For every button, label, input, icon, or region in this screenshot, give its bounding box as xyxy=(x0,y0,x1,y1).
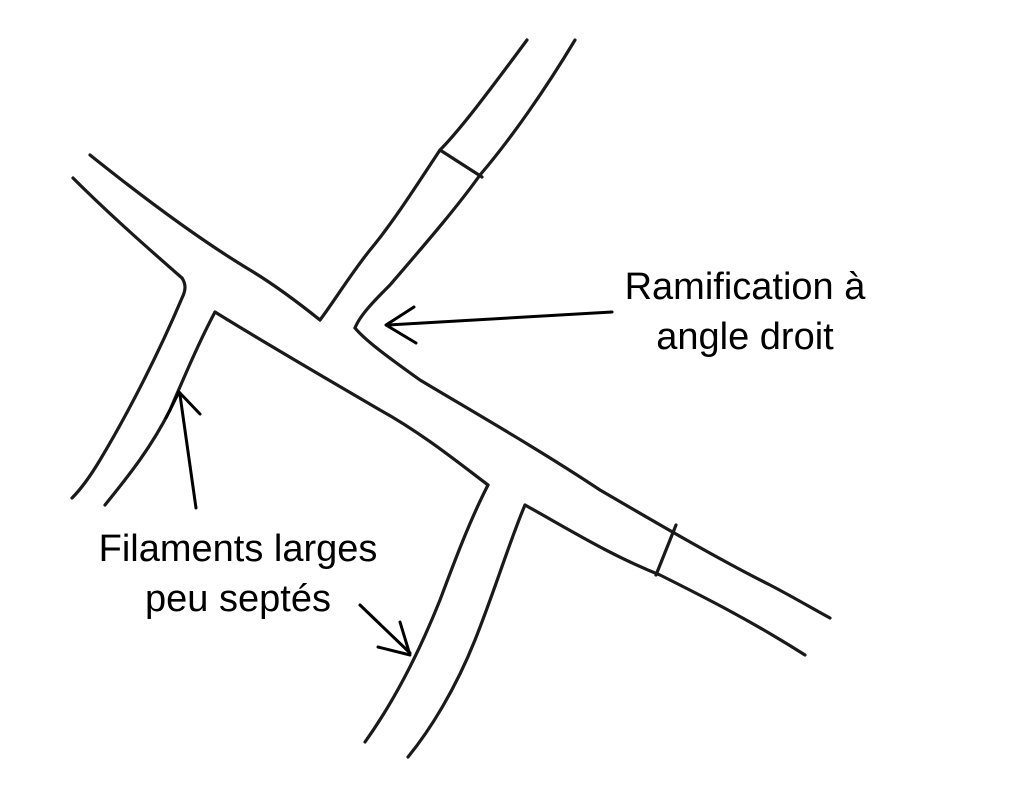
lower-right-branch-left-wall xyxy=(363,483,490,744)
lower-left-branch-right-wall xyxy=(103,310,217,507)
label-ramification-line2: angle droit xyxy=(656,316,834,358)
septum-main-hypha xyxy=(654,523,678,577)
lower-right-branch-right-wall xyxy=(406,503,527,759)
upper-branch-left-wall xyxy=(318,38,529,322)
arrow-ramification xyxy=(384,305,614,345)
main-hypha-lower-wall xyxy=(71,176,807,657)
arrow-filament-left xyxy=(164,390,202,510)
septum-upper-branch xyxy=(438,148,484,179)
label-filaments-line1: Filaments larges xyxy=(98,528,378,570)
label-ramification-line1: Ramification à xyxy=(624,266,866,308)
label-filaments-line2: peu septés xyxy=(145,578,331,620)
lower-left-branch-left-wall xyxy=(70,276,187,500)
main-hypha-upper-wall xyxy=(88,153,832,620)
arrow-filament-right xyxy=(358,603,412,657)
label-filaments: Filaments larges peu septés xyxy=(78,524,398,624)
label-ramification: Ramification à angle droit xyxy=(600,262,890,362)
upper-branch-right-wall xyxy=(353,38,577,330)
